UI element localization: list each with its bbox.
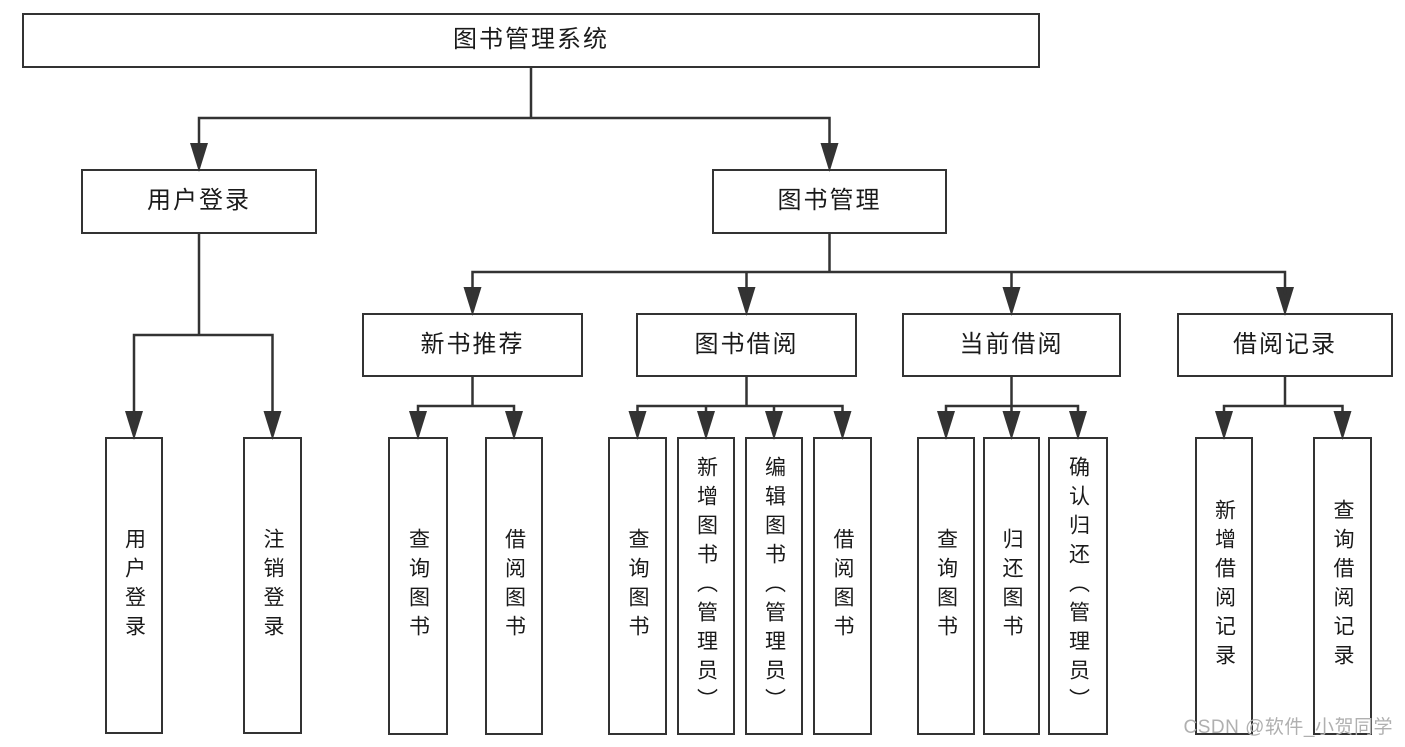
diagram-node-leaf-logout: 注销登录 bbox=[243, 437, 302, 734]
diagram-node-leaf-borrow-book-2: 借阅图书 bbox=[813, 437, 872, 735]
diagram-node-leaf-query-book-2: 查询图书 bbox=[608, 437, 667, 735]
diagram-node-current-borrow: 当前借阅 bbox=[902, 313, 1121, 377]
diagram-node-leaf-query-book-1: 查询图书 bbox=[388, 437, 448, 735]
diagram-node-leaf-add-borrow-rec: 新增借阅记录 bbox=[1195, 437, 1253, 735]
diagram-node-book-borrow: 图书借阅 bbox=[636, 313, 857, 377]
diagram-node-leaf-user-login: 用户登录 bbox=[105, 437, 163, 734]
diagram-node-leaf-query-book-3: 查询图书 bbox=[917, 437, 975, 735]
diagram-node-leaf-borrow-book-1: 借阅图书 bbox=[485, 437, 543, 735]
diagram-node-root: 图书管理系统 bbox=[22, 13, 1040, 68]
diagram-node-borrow-record: 借阅记录 bbox=[1177, 313, 1393, 377]
diagram-node-leaf-query-borrow-rec: 查询借阅记录 bbox=[1313, 437, 1372, 735]
diagram-node-leaf-add-book: 新增图书（管理员） bbox=[677, 437, 735, 735]
diagram-node-leaf-confirm-return: 确认归还（管理员） bbox=[1048, 437, 1108, 735]
diagram-node-book-mgmt: 图书管理 bbox=[712, 169, 947, 234]
diagram-node-leaf-return-book: 归还图书 bbox=[983, 437, 1040, 735]
diagram-node-new-book-rec: 新书推荐 bbox=[362, 313, 583, 377]
diagram-node-user-login: 用户登录 bbox=[81, 169, 317, 234]
diagram-node-leaf-edit-book: 编辑图书（管理员） bbox=[745, 437, 803, 735]
